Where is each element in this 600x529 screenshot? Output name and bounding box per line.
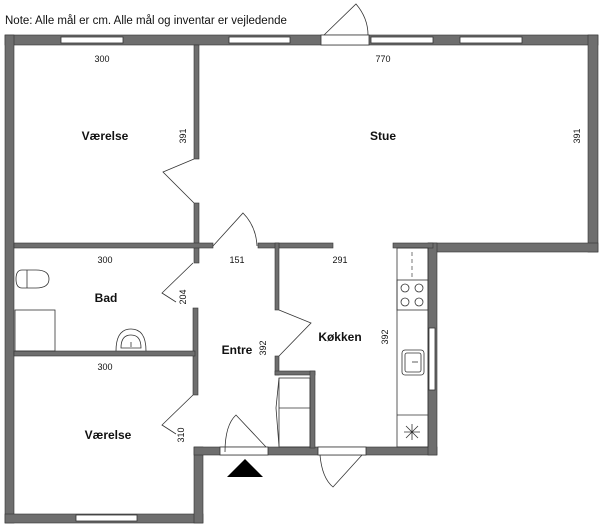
dimension-depth: 391 [178,128,188,143]
room-label-vaerelse-bottom: Værelse [85,428,132,442]
interior-walls [13,44,434,449]
room-label-bad: Bad [95,291,118,305]
entrance-arrow-icon [227,459,263,477]
dimension-width: 770 [375,54,390,64]
dimension-depth: 204 [178,289,188,304]
plan-note: Note: Alle mål er cm. Alle mål og invent… [5,15,287,27]
kitchen-counter [396,247,429,448]
dimension-depth: 392 [258,340,268,355]
dimension-width: 151 [229,255,244,265]
shower-icon [14,309,56,352]
bathroom-fixtures [14,269,147,352]
dimension-depth: 310 [176,427,186,442]
room-label-entre: Entre [222,343,253,357]
dimension-width: 300 [97,255,112,265]
dimension-width: 291 [332,255,347,265]
room-label-koekken: Køkken [318,330,361,344]
toilet-icon [15,269,50,289]
washbasin-icon [115,328,147,352]
doors [161,3,370,488]
fan-icon [404,424,420,440]
closet [278,377,311,448]
room-label-stue: Stue [370,129,396,143]
sink-icon [401,349,425,376]
dimension-width: 300 [97,362,112,372]
dimension-width: 300 [94,54,109,64]
outer-walls [4,34,599,524]
windows [60,36,523,522]
dimension-depth: 391 [572,128,582,143]
dimension-depth: 392 [380,329,390,344]
stove-icon [396,279,429,311]
room-label-vaerelse-top: Værelse [82,129,129,143]
